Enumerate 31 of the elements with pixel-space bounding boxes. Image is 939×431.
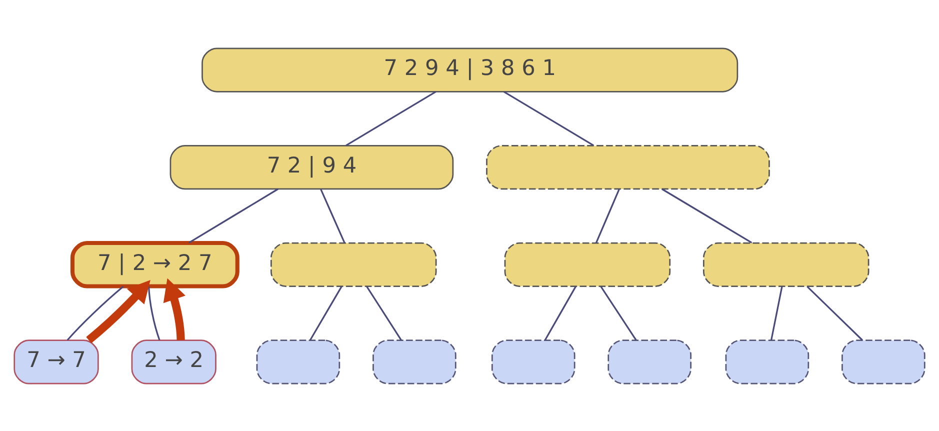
node-box: 7 → 7 xyxy=(14,339,99,384)
connector xyxy=(595,188,620,243)
node-box xyxy=(725,339,810,384)
node-box: 7 2 | 9 4 xyxy=(170,144,454,190)
connector xyxy=(320,188,346,243)
node-box: 2 → 2 xyxy=(131,339,216,384)
node-box xyxy=(504,242,671,286)
arrow xyxy=(86,280,150,343)
connector xyxy=(661,188,752,243)
node-box xyxy=(270,242,437,286)
connector xyxy=(600,286,637,340)
connector xyxy=(366,286,402,340)
connector xyxy=(770,286,783,340)
connector xyxy=(544,286,576,340)
node-box xyxy=(702,242,870,286)
arrow xyxy=(163,278,186,340)
node-box xyxy=(491,339,576,384)
node-box xyxy=(486,144,770,190)
connector xyxy=(66,285,124,340)
connector xyxy=(806,285,863,340)
node-box xyxy=(372,339,456,384)
node-box xyxy=(256,339,340,384)
node-box xyxy=(608,339,692,384)
connector xyxy=(310,286,342,340)
connector xyxy=(148,286,160,340)
node-box: 7 | 2 → 2 7 xyxy=(70,240,240,288)
connector xyxy=(188,188,278,243)
connector xyxy=(503,90,594,146)
node-box: 7 2 9 4 | 3 8 6 1 xyxy=(202,47,738,92)
connector xyxy=(346,90,436,146)
node-box xyxy=(842,339,926,384)
